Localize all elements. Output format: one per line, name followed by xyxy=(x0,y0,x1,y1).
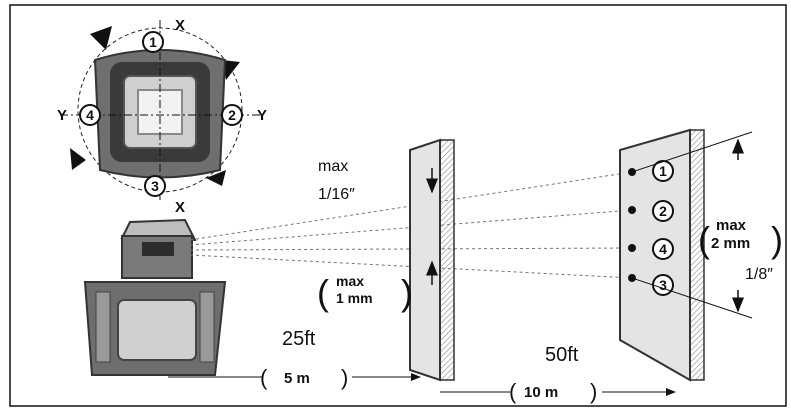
rotation-arrow-icon xyxy=(90,26,112,50)
position-3-label: 3 xyxy=(151,178,159,194)
position-2-marker xyxy=(221,104,243,126)
beam-line xyxy=(189,209,633,246)
mark-1-marker xyxy=(652,160,674,182)
near-wall-face xyxy=(409,138,441,382)
laser-top-view: 1 2 3 4 X X Y Y xyxy=(57,17,267,216)
near-metric-label: max xyxy=(336,273,364,289)
position-2-label: 2 xyxy=(228,107,236,123)
far-tolerance-imperial: 1/8″ xyxy=(745,266,773,283)
far-target: 1 2 4 3 xyxy=(619,128,753,382)
near-tolerance-label: max xyxy=(318,158,348,175)
diagram-frame xyxy=(9,4,787,407)
far-metric-close-paren: ) xyxy=(771,219,783,260)
far-distance-imperial: 50ft xyxy=(545,344,579,366)
laser-grip-right xyxy=(199,291,215,363)
far-wall-edge xyxy=(689,129,705,381)
near-distance-metric: 5 m xyxy=(284,370,310,387)
far-metric-open-paren: ( xyxy=(698,219,710,260)
laser-aperture xyxy=(142,242,174,256)
mark-4-label: 4 xyxy=(659,241,667,257)
mark-4-marker xyxy=(652,238,674,260)
position-1-label: 1 xyxy=(149,34,157,50)
position-3-marker xyxy=(144,175,166,197)
mark-2-dot xyxy=(628,206,636,214)
laser-side-view xyxy=(83,218,227,376)
position-4-marker xyxy=(79,104,101,126)
beam-line xyxy=(189,247,633,251)
far-metric-value: 2 mm xyxy=(711,235,750,252)
mark-2-label: 2 xyxy=(659,203,667,219)
y-axis-label-left: Y xyxy=(57,107,67,124)
x-axis-label-bottom: X xyxy=(175,199,185,216)
far-distance-close-paren: ) xyxy=(590,379,597,404)
near-distance-close-paren: ) xyxy=(341,365,348,390)
near-metric-close-paren: ) xyxy=(401,272,413,313)
rotation-arrow-icon xyxy=(70,148,86,170)
near-distance-open-paren: ( xyxy=(260,365,268,390)
beam-line xyxy=(189,254,633,279)
far-metric-label: max xyxy=(716,217,747,234)
far-distance-open-paren: ( xyxy=(509,379,517,404)
laser-grip-left xyxy=(95,291,111,363)
position-4-label: 4 xyxy=(86,107,94,123)
position-1-marker xyxy=(142,31,164,53)
near-tolerance-value: 1/16″ xyxy=(318,186,355,203)
rotation-arrow-icon xyxy=(222,60,240,80)
x-axis-label-top: X xyxy=(175,17,185,34)
near-metric-value: 1 mm xyxy=(336,290,373,306)
rotation-arrow-icon xyxy=(206,170,226,186)
mark-2-marker xyxy=(652,200,674,222)
mark-1-label: 1 xyxy=(659,163,667,179)
laser-panel xyxy=(117,299,197,361)
far-distance-metric: 10 m xyxy=(524,384,558,401)
near-distance-imperial: 25ft xyxy=(282,328,316,350)
mark-3-label: 3 xyxy=(659,277,667,293)
near-target xyxy=(409,138,455,382)
mark-4-dot xyxy=(628,244,636,252)
near-wall-edge xyxy=(439,139,455,381)
near-metric-open-paren: ( xyxy=(317,272,329,313)
y-axis-label-right: Y xyxy=(257,107,267,124)
